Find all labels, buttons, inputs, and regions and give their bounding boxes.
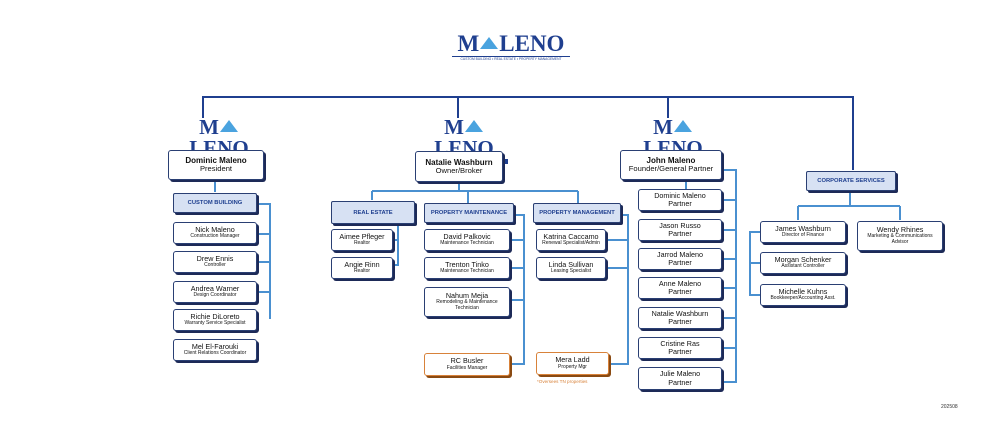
head-custom-building: Dominic Maleno President xyxy=(168,150,264,180)
re-split-links xyxy=(371,182,579,203)
house-roof-icon xyxy=(464,120,483,132)
mgmt-staff-links xyxy=(606,214,629,365)
house-roof-icon xyxy=(219,120,238,132)
header-corporate-services: CORPORATE SERVICES xyxy=(806,171,896,191)
house-roof-icon xyxy=(480,37,499,49)
corp-staff-links xyxy=(749,231,760,296)
partner-links xyxy=(685,169,737,383)
document-code: 202508 xyxy=(941,404,958,410)
header-property-maintenance: PROPERTY MAINTENANCE xyxy=(424,203,514,223)
head-real-estate: Natalie Washburn Owner/Broker xyxy=(415,151,503,182)
cb-staff-links xyxy=(258,203,271,319)
header-real-estate: REAL ESTATE xyxy=(331,201,415,224)
head-partnership: John Maleno Founder/General Partner xyxy=(620,150,722,180)
re-staff-links xyxy=(392,213,399,266)
header-custom-building: CUSTOM BUILDING xyxy=(173,193,257,213)
house-roof-icon xyxy=(673,120,692,132)
top-trunk-line xyxy=(202,96,854,170)
mgmt-note: *Oversees TN properties xyxy=(537,379,588,384)
corp-split-links xyxy=(797,192,901,220)
division-drop-lines xyxy=(457,97,669,118)
maint-staff-links xyxy=(511,214,525,365)
header-property-management: PROPERTY MANAGEMENT xyxy=(533,203,621,223)
main-logo-tagline: CUSTOM BUILDING • REAL ESTATE • PROPERTY… xyxy=(452,56,570,61)
